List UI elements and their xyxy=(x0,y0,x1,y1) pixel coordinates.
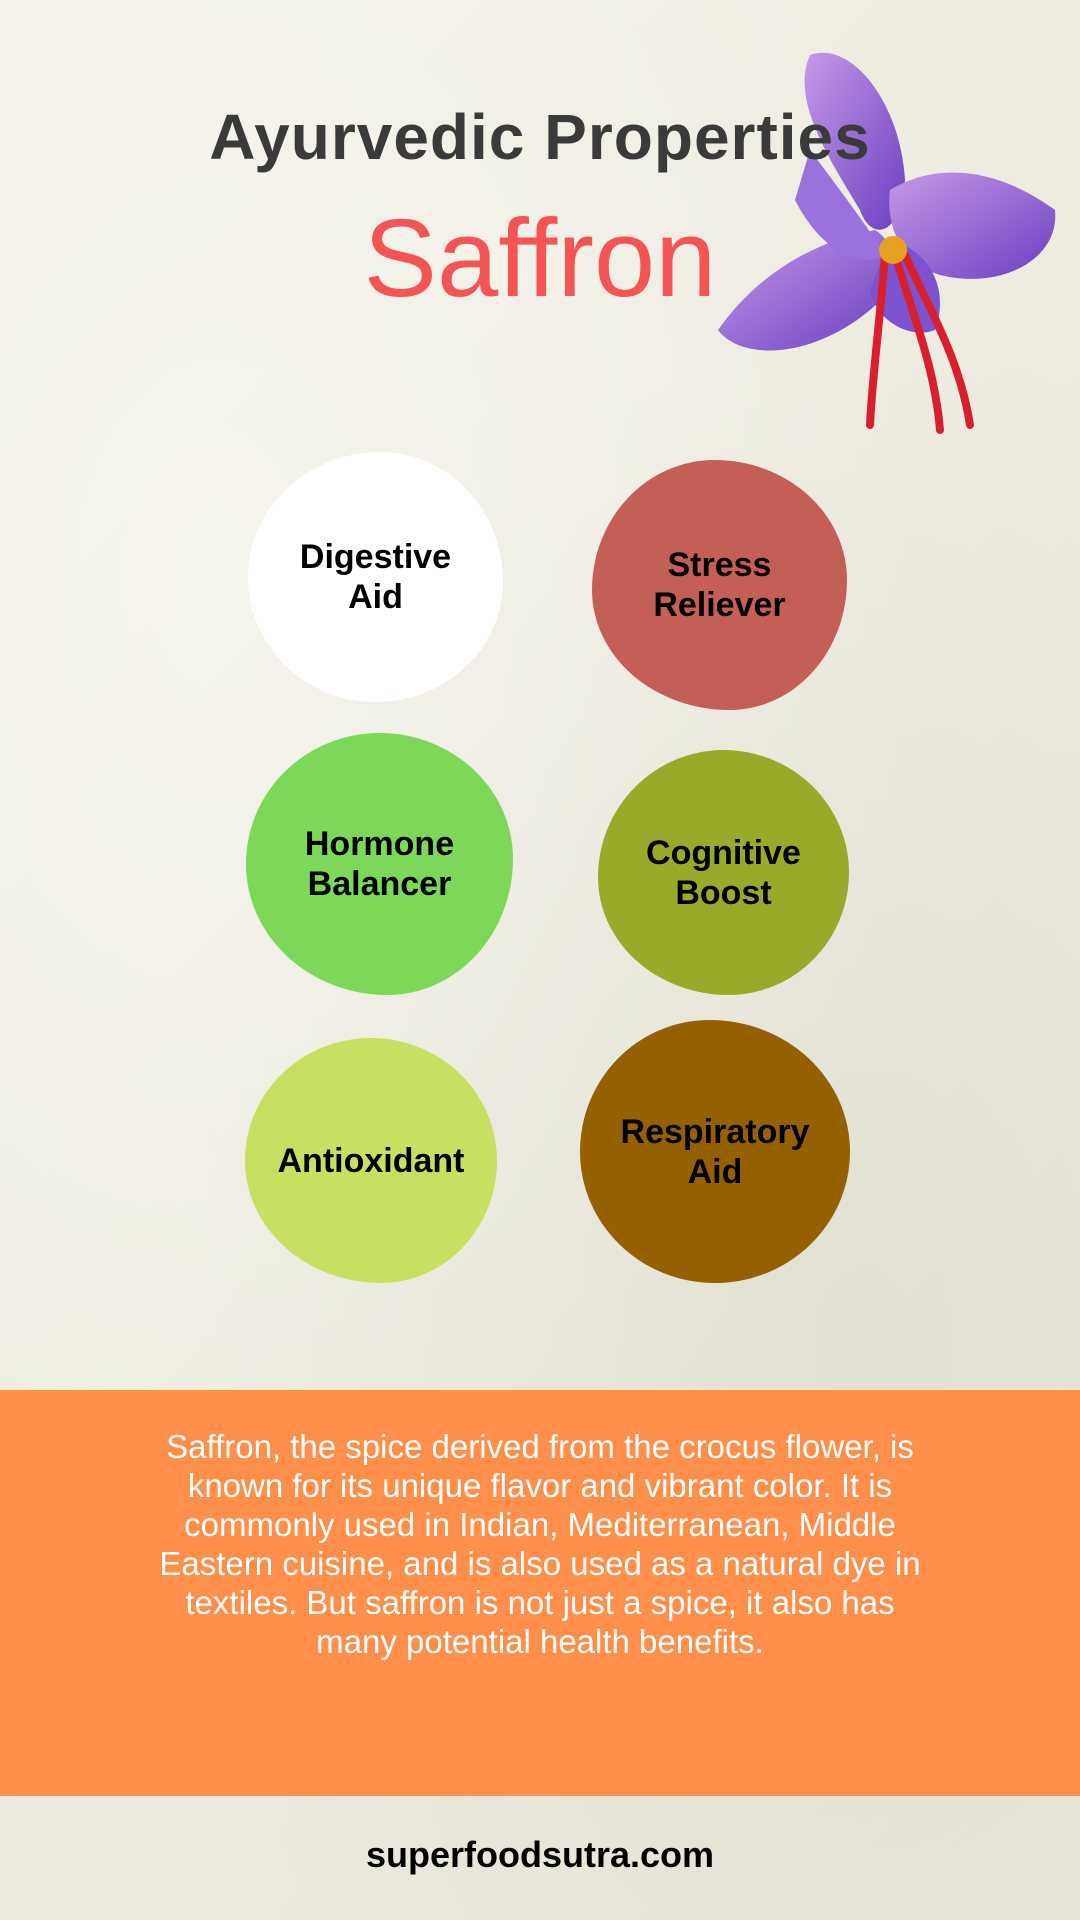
property-stress-reliever: Stress Reliever xyxy=(592,460,847,710)
property-label: Respiratory Aid xyxy=(620,1112,810,1191)
property-label: Antioxidant xyxy=(277,1141,465,1180)
property-respiratory-aid: Respiratory Aid xyxy=(580,1020,850,1283)
page-subtitle: Saffron xyxy=(363,197,717,320)
property-label: Digestive Aid xyxy=(299,538,452,616)
description-text: Saffron, the spice derived from the croc… xyxy=(159,1428,921,1660)
property-hormone-balancer: Hormone Balancer xyxy=(246,733,513,995)
property-digestive-aid: Digestive Aid xyxy=(248,452,503,702)
footer-website: superfoodsutra.com xyxy=(365,1834,715,1875)
description-band: Saffron, the spice derived from the croc… xyxy=(0,1390,1080,1796)
property-label: Stress Reliever xyxy=(653,546,786,624)
page-title: Ayurvedic Properties xyxy=(209,101,871,173)
property-label: Hormone Balancer xyxy=(304,825,455,903)
property-antioxidant: Antioxidant xyxy=(245,1038,497,1283)
property-cognitive-boost: Cognitive Boost xyxy=(598,750,849,995)
saffron-flower-illustration xyxy=(718,52,1056,434)
property-label: Cognitive Boost xyxy=(646,833,801,912)
